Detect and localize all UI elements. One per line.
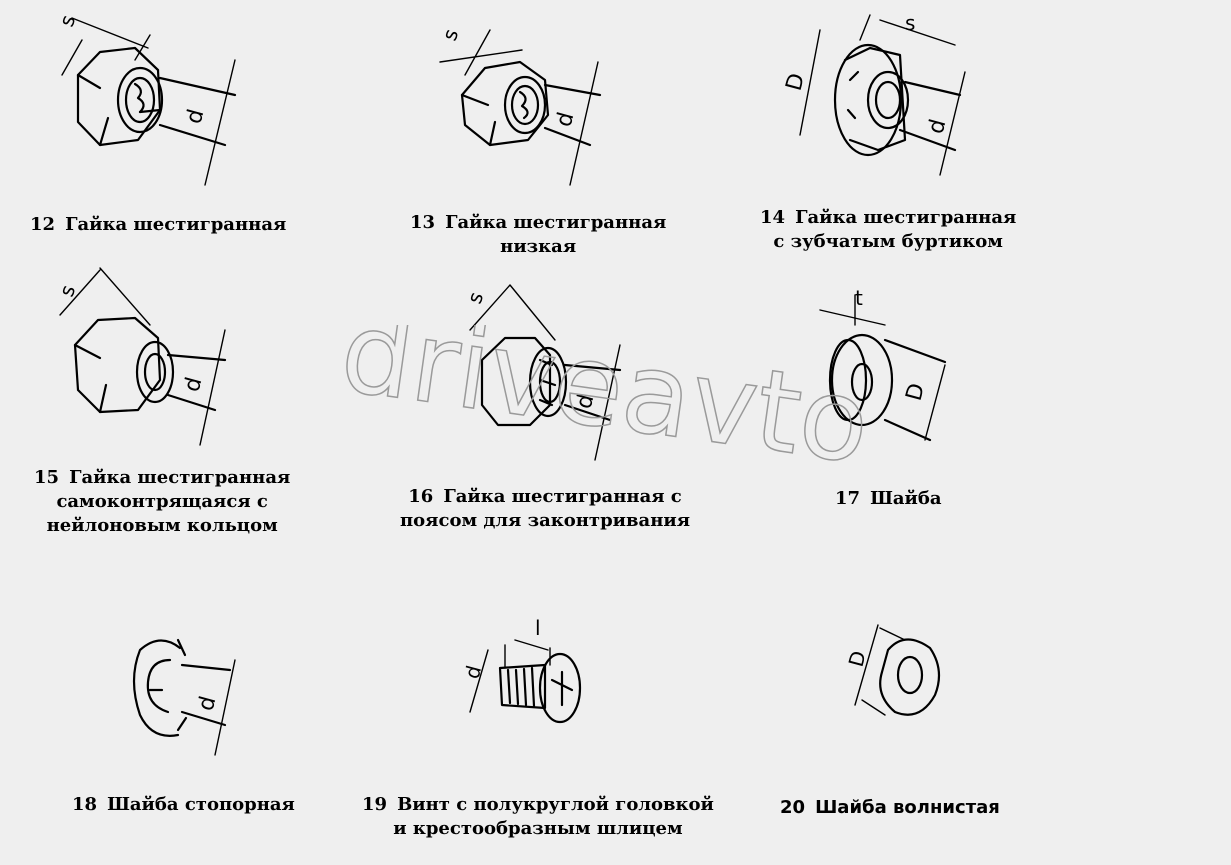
item-label-line-2: поясом для законтривания (400, 510, 691, 531)
item-number: 12 (30, 214, 56, 235)
item-label: Винт с полукруглой головкой (397, 794, 714, 815)
washer-17-figure (819, 294, 947, 442)
item-label-line-2: и крестообразным шлицем (393, 818, 683, 839)
wave-washer-20-figure (854, 624, 941, 716)
dim-s-14: s (905, 11, 915, 35)
dim-d-19: d (460, 663, 486, 681)
item-label: Шайба стопорная (107, 794, 295, 815)
item-number: 14 (760, 207, 786, 228)
dim-d-13: d (552, 110, 580, 130)
item-label: Гайка шестигранная (65, 214, 287, 235)
caption-item-19: 19 Винт с полукруглой головкой и крестооб… (362, 793, 714, 841)
item-label: Шайба волнистая (815, 797, 1000, 818)
caption-item-16: 16 Гайка шестигранная с поясом для законт… (400, 485, 690, 533)
item-label: Гайка шестигранная (69, 467, 291, 488)
item-number: 15 (34, 467, 60, 488)
cross-screw-19-figure (469, 639, 582, 724)
dim-d-14: d (924, 117, 952, 137)
dim-d-12: d (182, 107, 210, 127)
hex-nut-13-figure (439, 29, 602, 186)
item-label-line-2: самоконтрящаяся с (56, 491, 268, 512)
item-number: 19 (362, 794, 388, 815)
item-label-line-2: с зубчатым буртиком (773, 231, 1003, 252)
item-label-line-2: низкая (500, 236, 577, 257)
retaining-washer-18-figure (132, 638, 236, 756)
caption-item-18: 18 Шайба стопорная (72, 793, 295, 817)
caption-item-14: 14 Гайка шестигранная с зубчатым буртиком (760, 206, 1016, 254)
dim-D-14: D (782, 71, 811, 94)
caption-item-12: 12 Гайка шестигранная (30, 213, 286, 237)
dim-d-18: d (194, 694, 222, 714)
dim-l-19: l (535, 616, 541, 640)
item-number: 18 (72, 794, 98, 815)
flanged-nut-14-figure (799, 14, 966, 176)
caption-item-17: 17 Шайба (835, 487, 942, 511)
item-label: Гайка шестигранная (795, 207, 1017, 228)
dim-s-16: s (462, 289, 488, 307)
collar-nut-16-figure (469, 284, 622, 461)
item-number: 16 (408, 486, 434, 507)
dim-s-12: s (54, 12, 80, 30)
item-number: 17 (835, 488, 861, 509)
item-number: 13 (410, 212, 436, 233)
dim-D-20: D (844, 648, 871, 669)
item-label: Гайка шестигранная с (443, 486, 682, 507)
item-number: 20 (780, 797, 806, 818)
item-label: Гайка шестигранная (445, 212, 667, 233)
dim-D-17: D (902, 381, 931, 404)
caption-item-15: 15 Гайка шестигранная самоконтрящаяся с н… (34, 466, 290, 538)
item-label-line-3: нейлоновым кольцом (46, 515, 278, 536)
caption-item-13: 13 Гайка шестигранная низкая (410, 211, 666, 259)
self-locking-nut-15-figure (59, 267, 227, 446)
dim-d-16: d (572, 392, 600, 412)
dim-s-13: s (437, 26, 463, 44)
item-label: Шайба (870, 488, 942, 509)
hex-nut-12-figure (61, 17, 237, 186)
dim-s-15: s (54, 282, 80, 300)
dim-d-15: d (180, 375, 208, 395)
caption-item-20: 20 Шайба волнистая (780, 796, 1000, 820)
dim-t-17: t (855, 286, 863, 310)
